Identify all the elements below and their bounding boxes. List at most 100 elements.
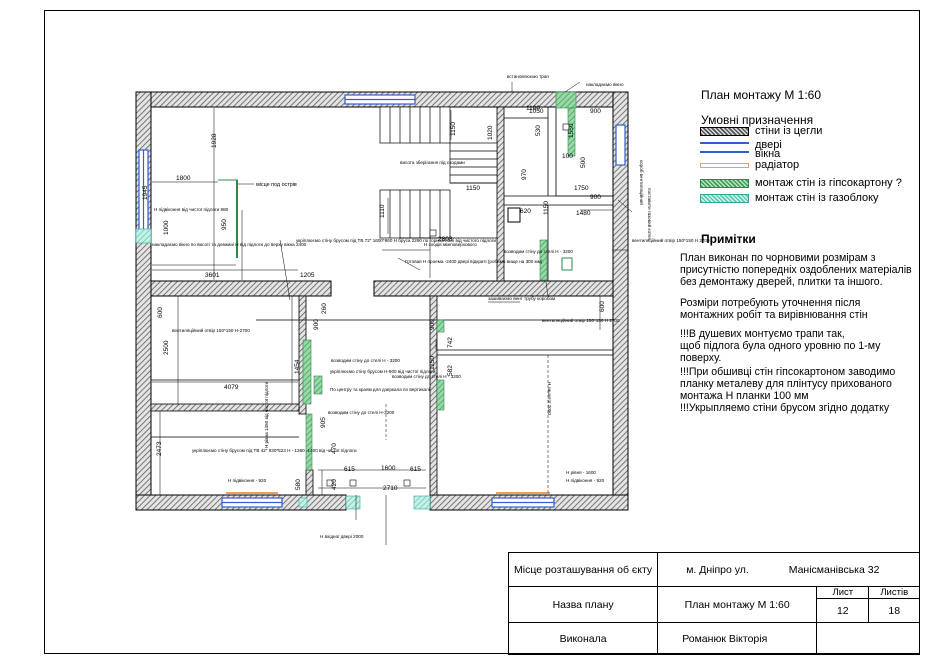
dim: 4079 bbox=[224, 384, 239, 391]
dim: 1928 bbox=[211, 133, 218, 148]
legend-item-windows: вікна bbox=[700, 148, 780, 160]
dim: 615 bbox=[410, 466, 421, 473]
label-stairs-height: Н сходів міжповерхового bbox=[424, 242, 477, 247]
dim: 1020 bbox=[487, 125, 494, 140]
dim: 620 bbox=[520, 208, 531, 215]
dim: 970 bbox=[521, 169, 528, 180]
dim: 1150 bbox=[466, 185, 480, 192]
label-sill-880: Н підвіконня від чистої підлоги 880 bbox=[154, 207, 229, 212]
sheets-total: 18 bbox=[868, 598, 920, 623]
address-cell: м. Дніпро ул. Манісманівська 32 bbox=[657, 552, 920, 587]
window-swatch bbox=[700, 151, 749, 157]
note-line: !!!При обшивці стін гіпсокартоном заводи… bbox=[680, 366, 896, 378]
legend-heading: Умовні призначення bbox=[701, 113, 814, 127]
dim: 3601 bbox=[205, 272, 220, 279]
dim: 1945 bbox=[142, 185, 149, 200]
sheet-number: 12 bbox=[816, 598, 870, 623]
author-label: Виконала bbox=[507, 622, 659, 655]
dim: 1750 bbox=[574, 185, 589, 192]
dim: 1150 bbox=[429, 356, 436, 370]
dim: 2808 bbox=[438, 236, 453, 243]
dim: 900 bbox=[429, 319, 436, 330]
dim: 1150 bbox=[543, 201, 550, 215]
dim: 905 bbox=[320, 417, 327, 428]
label-wall-ceiling-2: возводим стіну до стелі Н - 3200 bbox=[331, 358, 400, 363]
note-line: !!!В душевих монтуємо трапи так, bbox=[680, 328, 845, 340]
label-wall-ceiling-3: возводим стіну до стелі Н-3200 bbox=[328, 410, 395, 415]
dim: 1480 bbox=[576, 210, 591, 217]
label-sill-920-right: Н підвіконня - 920 bbox=[566, 478, 605, 483]
dim: 470 bbox=[331, 443, 338, 454]
drawing-frame bbox=[44, 10, 920, 654]
note-line: поверху. bbox=[680, 352, 722, 364]
legend-item-radiator: радіатор bbox=[700, 159, 799, 171]
legend-item-gasblock: монтаж стін із газоблоку bbox=[700, 192, 879, 204]
leader-lines bbox=[238, 81, 633, 330]
dim: 950 bbox=[221, 219, 228, 230]
plan-title: План монтажу М 1:60 bbox=[701, 88, 822, 102]
label-vent-box: короб вентиляційний bbox=[639, 160, 645, 205]
dim: 1800 bbox=[176, 175, 191, 182]
label-boiler: поставити газовий котел bbox=[647, 188, 653, 240]
dim: 580 bbox=[295, 479, 302, 490]
label-vent-right: вентиляційний отвір 150*150 Н 2700 bbox=[542, 317, 620, 323]
gypsum-swatch bbox=[700, 178, 749, 188]
dimension-text: 1928 1800 1945 3601 1205 4079 2473 2500 … bbox=[142, 105, 606, 492]
stamp-empty-cell bbox=[816, 622, 920, 655]
note-line: !!!Укрыпляемо стіни брусом згідно додатк… bbox=[680, 402, 890, 414]
label-window-overlay: накладаємо вікно bbox=[586, 82, 624, 87]
label-closed-height: Н зашитої 2050 bbox=[547, 382, 552, 415]
label-entry-door: Н вхідної двері 2000 bbox=[320, 534, 364, 539]
dim: 900 bbox=[313, 319, 320, 330]
note-line: без демонтажу дверей, плитки та іншого. bbox=[680, 276, 883, 288]
legend-label: вікна bbox=[755, 148, 781, 160]
label-vent-left: вентиляційний отвір 150*150 Н-2700 bbox=[172, 327, 250, 333]
note-line: планку металеву для плінтусу прихованого bbox=[680, 378, 892, 390]
label-mirror-brace: укріплюємо стіну брусом Н-900 від чистої… bbox=[330, 369, 436, 374]
location-label: Місце розташування об єкту bbox=[507, 552, 659, 587]
label-vent-hole: вентиляційний отвір 150*150 Н 2700 bbox=[632, 237, 710, 243]
dim: 500 bbox=[580, 157, 587, 168]
dim: 615 bbox=[344, 466, 355, 473]
note-line: монтажних робіт та вирівнювання стін bbox=[680, 309, 868, 321]
dim: 530 bbox=[535, 125, 542, 136]
label-wall-ceiling-4: возводим стіну до стелі Н - 3200 bbox=[392, 374, 461, 379]
windows bbox=[138, 94, 626, 508]
legend-label: двері bbox=[755, 139, 782, 151]
dim: 1550 bbox=[568, 123, 575, 138]
dim: 900 bbox=[590, 108, 601, 115]
label-sill-920-left: Н підвіконня - 920 bbox=[228, 478, 267, 483]
dim: 1100 bbox=[526, 105, 540, 112]
dim: 742 bbox=[447, 337, 454, 348]
label-island: місце под острів bbox=[256, 182, 297, 188]
plumbing-fixtures bbox=[218, 179, 573, 271]
gasblock-swatch bbox=[700, 193, 749, 203]
dimension-lines bbox=[152, 108, 613, 545]
dim: 260 bbox=[321, 303, 328, 314]
dim: 1454 bbox=[294, 359, 301, 374]
note-line: План виконан по чорновими розмірам з bbox=[680, 252, 876, 264]
note-line: щоб підлога була одного уровню по 1-му bbox=[680, 340, 881, 352]
notes-heading: Примітки bbox=[701, 232, 756, 246]
annotation-text: місце под острів Н підвіконня від чистої… bbox=[152, 74, 710, 539]
plan-name-value: План монтажу М 1:60 bbox=[657, 586, 818, 623]
dim: 1205 bbox=[300, 272, 315, 279]
dim: 1000 bbox=[163, 220, 170, 235]
dim: 900 bbox=[590, 194, 601, 201]
sheets-label: Листів bbox=[868, 586, 920, 599]
dim: 1600 bbox=[381, 465, 396, 472]
label-opening-height: Готовая Н проема -2400 двері відкриті (р… bbox=[405, 259, 543, 264]
legend-label: стіни із цегли bbox=[755, 125, 823, 137]
label-height-1450: Н рівна 1450 від чистої підлоги bbox=[264, 382, 269, 448]
dim: 2500 bbox=[163, 340, 170, 355]
partitions bbox=[151, 107, 613, 438]
gasblock-walls bbox=[135, 228, 431, 510]
dim: 2710 bbox=[383, 485, 398, 492]
label-drain: встановлюємо трап bbox=[507, 74, 549, 79]
label-tv-brace: укріплюємо стіну брусом під ТВ 72" 1600*… bbox=[296, 238, 496, 243]
dim: 1150 bbox=[450, 122, 457, 136]
radiator-swatch bbox=[700, 162, 749, 168]
address-street: Манісманівська 32 bbox=[788, 563, 880, 576]
note-line: Розміри потребують уточнення після bbox=[680, 297, 861, 309]
